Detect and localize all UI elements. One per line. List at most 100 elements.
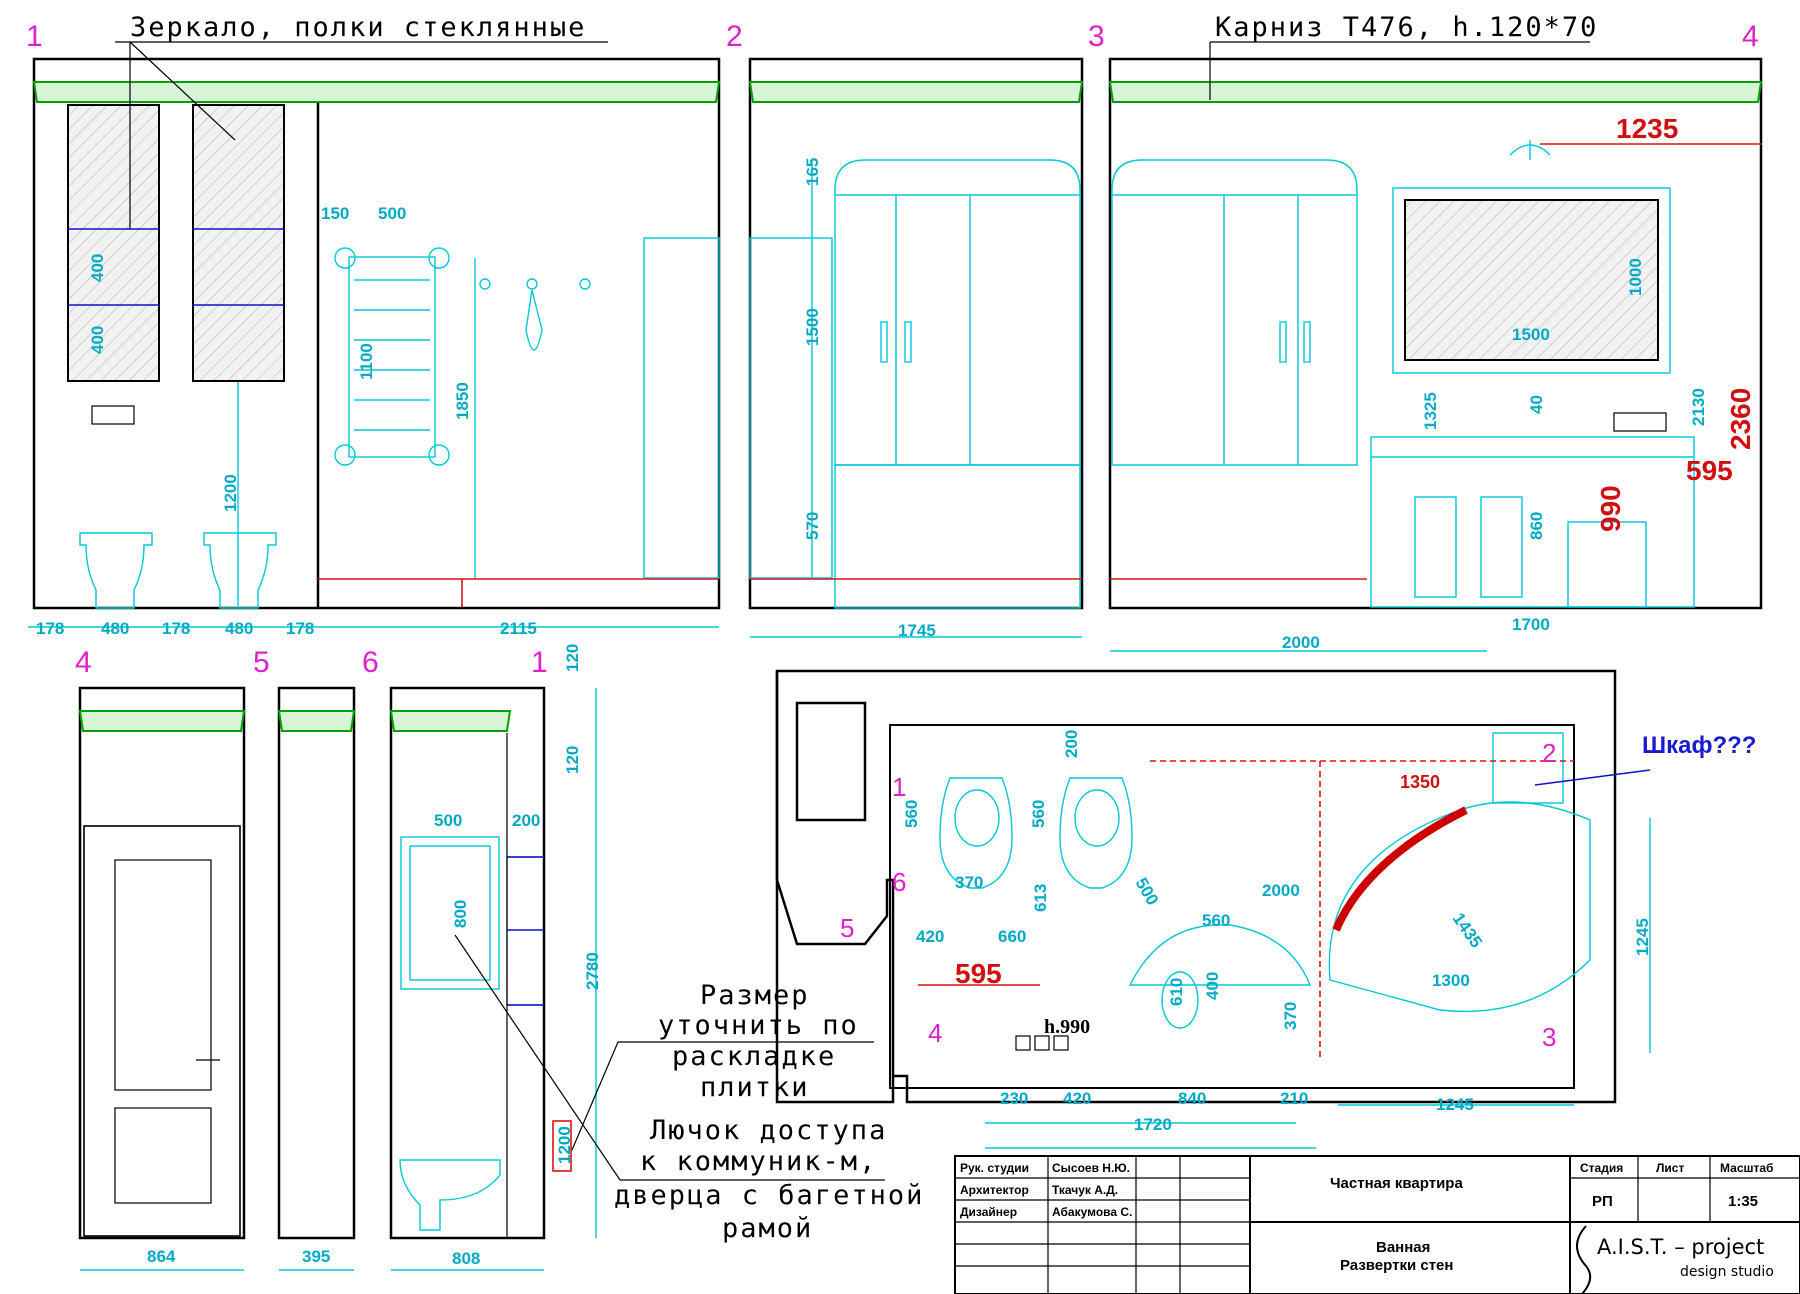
dim-label-red: 990 <box>1595 485 1626 532</box>
dim-label-red: 595 <box>1686 455 1733 486</box>
dim-label: 1325 <box>1421 392 1440 430</box>
dim-label: 2000 <box>1282 633 1320 652</box>
view-number: 4 <box>1742 20 1759 53</box>
dim-label: 860 <box>1527 512 1546 540</box>
studio-logo-icon <box>1576 1225 1592 1294</box>
dim-label: 420 <box>916 927 944 946</box>
dim-label: 613 <box>1031 884 1050 912</box>
dim-label: 120 <box>563 644 582 672</box>
hatch-note-line: рамой <box>722 1213 813 1244</box>
col-header: Лист <box>1656 1161 1684 1175</box>
col-header: Масштаб <box>1720 1161 1773 1175</box>
view-number: 4 <box>75 646 92 679</box>
view-number: 2 <box>726 20 743 53</box>
hatch-note-line: дверца с багетной <box>614 1180 924 1211</box>
view-number: 3 <box>1088 20 1105 53</box>
elevation-4-door <box>78 686 246 1271</box>
dim-label-red: 1235 <box>1616 113 1678 144</box>
dim-label: 178 <box>286 619 314 638</box>
dim-label: 480 <box>225 619 253 638</box>
plan-number: 3 <box>1542 1022 1556 1052</box>
view-number: 5 <box>253 646 270 679</box>
dim-label: 400 <box>88 254 107 282</box>
dim-label: 400 <box>88 326 107 354</box>
mirror-note: Зеркало, полки стеклянные <box>130 12 586 43</box>
dim-label: 1745 <box>898 621 936 640</box>
dim-label: 560 <box>1029 800 1048 828</box>
role-label: Дизайнер <box>960 1205 1017 1219</box>
elevation-3 <box>1108 57 1763 652</box>
dim-label: 480 <box>101 619 129 638</box>
plan-number: 5 <box>840 913 854 943</box>
dim-label: 1500 <box>803 308 822 346</box>
plan-number: 6 <box>892 867 906 897</box>
dim-label: 560 <box>902 800 921 828</box>
title-block <box>954 1155 1800 1294</box>
size-note-line: плитки <box>700 1072 810 1103</box>
cornice-note: Карниз Т476, h.120*70 <box>1215 12 1598 43</box>
dim-label: 2780 <box>583 952 602 990</box>
elevation-5 <box>277 686 356 1271</box>
view-number: 1 <box>531 646 548 679</box>
dim-label: 200 <box>1062 730 1081 758</box>
elevation-2 <box>748 57 1084 638</box>
dim-label: 2000 <box>1262 881 1300 900</box>
dim-label: 1100 <box>357 343 376 380</box>
dim-label: 420 <box>1063 1089 1091 1108</box>
dim-label: 800 <box>451 900 470 928</box>
dim-label: 610 <box>1167 978 1186 1006</box>
dim-label: 1245 <box>1633 918 1652 956</box>
dim-label-red: 1350 <box>1400 772 1440 792</box>
dim-label: 165 <box>803 158 822 186</box>
dim-label: 1245 <box>1436 1095 1474 1114</box>
sheet-title: Ванная <box>1376 1239 1430 1256</box>
dim-label: 2115 <box>500 619 537 638</box>
scale-value: 1:35 <box>1728 1193 1758 1210</box>
dim-label: 1500 <box>1512 325 1550 344</box>
sheet-title: Развертки стен <box>1340 1257 1453 1274</box>
dim-label: 200 <box>512 811 540 830</box>
dim-label: 150 <box>321 204 349 223</box>
hatch-note: Лючок доступа к коммуник-м, дверца с баг… <box>614 1115 924 1244</box>
studio-sub: design studio <box>1680 1264 1774 1280</box>
view-numbers: 1 2 3 4 4 5 6 1 <box>26 20 1759 679</box>
dim-label: 178 <box>162 619 190 638</box>
dim-label: 120 <box>563 746 582 774</box>
dim-label: 808 <box>452 1249 480 1268</box>
dimensions-cyan: 178 480 178 480 178 2115 150 500 1100 18… <box>36 158 1708 1268</box>
dim-label: 840 <box>1178 1089 1206 1108</box>
studio-name: A.I.S.T. – project <box>1597 1235 1764 1259</box>
role-label: Рук. студии <box>960 1161 1029 1175</box>
dim-label: 1300 <box>1432 971 1470 990</box>
view-number: 1 <box>26 20 43 53</box>
elevation-1 <box>28 57 721 628</box>
plan-number: 2 <box>1542 738 1556 768</box>
dim-label: 864 <box>147 1247 176 1266</box>
dim-label: 1200 <box>555 1126 574 1164</box>
dim-label: 1000 <box>1626 258 1645 296</box>
plan-number: 4 <box>928 1018 942 1048</box>
dim-label: 210 <box>1280 1089 1308 1108</box>
dim-label-red: 2360 <box>1725 388 1756 450</box>
plan-numbers: 1 2 3 4 5 6 <box>840 738 1556 1052</box>
view-number: 6 <box>362 646 379 679</box>
dim-label: 40 <box>1527 395 1546 414</box>
col-header: Стадия <box>1580 1161 1623 1175</box>
dim-label: 660 <box>998 927 1026 946</box>
title-block-text: Рук. студии Архитектор Дизайнер Сысоев Н… <box>960 1161 1774 1294</box>
dim-label: 500 <box>378 204 406 223</box>
floor-plan <box>775 669 1651 1149</box>
size-note: Размер уточнить по раскладке плитки <box>658 980 857 1103</box>
dim-label: 500 <box>434 811 462 830</box>
dim-label: 1200 <box>221 474 240 512</box>
dim-label: 1700 <box>1512 615 1550 634</box>
dim-label: 370 <box>955 873 983 892</box>
dim-label: 2130 <box>1689 388 1708 426</box>
plan-number: 1 <box>892 772 906 802</box>
dim-label: 560 <box>1202 911 1230 930</box>
size-note-line: раскладке <box>672 1041 836 1072</box>
hatch-note-line: к коммуник-м, <box>640 1146 877 1177</box>
dimensions-red: 1235 2360 595 990 1350 595 <box>918 113 1762 989</box>
dim-label: 395 <box>302 1247 330 1266</box>
